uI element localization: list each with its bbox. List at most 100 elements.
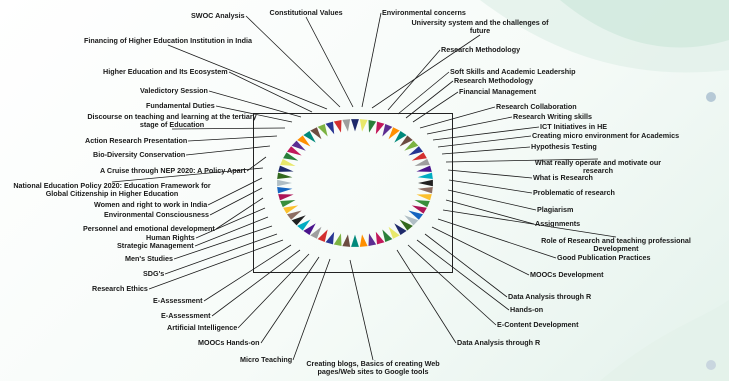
ring-wedge (291, 215, 306, 226)
leader-line-moocs-development (431, 226, 530, 276)
label-plagiarism: Plagiarism (537, 205, 574, 214)
ring-wedge (359, 119, 368, 132)
leader-line-research-writing (426, 116, 513, 135)
label-research-ethics: Research Ethics (92, 284, 148, 293)
leader-line-environmental-consciousness (209, 187, 263, 216)
label-ict: ICT Initiatives in HE (540, 122, 608, 131)
ring-wedge (382, 124, 393, 137)
ring-wedge (418, 179, 433, 187)
leader-line-e-assessment-1 (203, 244, 292, 302)
label-motivate: What really operate and motivate our res… (534, 158, 662, 175)
label-financial-management: Financial Management (459, 87, 537, 96)
ring-wedge (280, 158, 296, 166)
leader-line-sdgs (164, 233, 278, 275)
leader-line-blogs (349, 259, 374, 361)
label-research-writing: Research Writing skills (513, 112, 592, 121)
ring-wedge (359, 234, 368, 247)
ring-wedge (416, 194, 432, 201)
label-what-is-research: What is Research (533, 173, 593, 182)
leader-line-assignments (445, 199, 535, 225)
leader-line-mens-studies (173, 225, 273, 260)
ring-wedge (297, 219, 311, 231)
ring-wedge (411, 152, 427, 161)
label-micro-teaching: Micro Teaching (240, 355, 293, 364)
ring-wedge (382, 229, 393, 242)
label-cruise-nep: A Cruise through NEP 2020: A Policy Apar… (100, 166, 246, 175)
label-research-methodology-2: Research Methodology (454, 76, 534, 85)
label-problematic: Problematic of research (533, 188, 615, 197)
ring-wedge (399, 135, 413, 147)
label-e-assessment-1: E-Assessment (153, 296, 203, 305)
ring-wedge (375, 121, 385, 135)
label-university: University system and the challenges of … (411, 18, 549, 35)
ring-wedge (388, 127, 400, 140)
ring-wedge (411, 205, 427, 214)
leader-line-financial-management (412, 91, 459, 123)
leader-line-plagiarism (447, 189, 537, 211)
ring-wedge (286, 146, 302, 156)
label-micro-environment: Creating micro environment for Academics (532, 131, 680, 140)
ring-wedge (404, 140, 419, 151)
label-environmental-consciousness: Environmental Consciousness (104, 210, 210, 219)
leader-line-cruise-nep (246, 156, 267, 172)
leader-line-e-assessment-2 (211, 249, 301, 317)
label-moocs-development: MOOCs Development (530, 270, 604, 279)
ring-wedge (416, 165, 432, 172)
ring-wedge (325, 121, 335, 135)
ring-wedge (310, 127, 322, 140)
ring-wedge (283, 152, 299, 161)
leader-line-data-analysis-r-1 (424, 233, 508, 298)
ring-wedge (417, 172, 433, 180)
ring-wedge (394, 131, 407, 143)
leader-line-micro-environment (437, 135, 532, 148)
leader-line-data-analysis-r-2 (396, 249, 457, 344)
label-hypothesis: Hypothesis Testing (531, 142, 597, 151)
label-research-collaboration: Research Collaboration (496, 102, 577, 111)
decorative-dot-bottom (706, 360, 716, 370)
leader-line-role-of-research (442, 209, 617, 238)
leader-line-hypothesis (441, 146, 531, 155)
ring-wedge (408, 210, 424, 220)
label-swoc: SWOC Analysis (191, 11, 245, 20)
leader-line-higher-education (228, 71, 313, 113)
ring-wedge (375, 231, 385, 245)
leader-line-financing (167, 44, 328, 110)
leader-line-fundamental-duties (215, 105, 293, 123)
ring-wedge (303, 131, 316, 143)
leader-line-personnel (215, 197, 264, 230)
label-women: Women and right to work in India (94, 200, 208, 209)
ring-wedge (399, 219, 413, 231)
ring-wedge (280, 200, 296, 208)
ring-wedge (368, 120, 377, 133)
label-fundamental-duties: Fundamental Duties (146, 101, 215, 110)
ring-wedge (310, 226, 322, 239)
label-assignments: Assignments (535, 219, 581, 228)
ring-wedge (351, 234, 359, 247)
ring-wedge (286, 210, 302, 220)
leader-line-valedictory (208, 90, 302, 118)
ring-wedge (277, 186, 293, 194)
label-blogs: Creating blogs, Basics of creating Web p… (306, 359, 440, 376)
leader-line-strategic (194, 216, 269, 247)
ring-wedge (297, 135, 311, 147)
label-hands-on-1: Hands-on (510, 305, 544, 314)
label-strategic: Strategic Management (117, 241, 194, 250)
ring-wedge (404, 215, 419, 226)
leader-line-constitutional (305, 16, 354, 108)
label-higher-education: Higher Education and Its Ecosystem (103, 67, 228, 76)
leader-lines (111, 12, 617, 361)
label-soft-skills: Soft Skills and Academic Leadership (450, 67, 576, 76)
leader-line-environmental (361, 12, 382, 108)
leader-line-problematic (448, 179, 533, 194)
label-mens-studies: Men's Studies (125, 254, 174, 263)
ring-wedge (394, 223, 407, 235)
leader-line-good-publication (437, 218, 557, 259)
label-discourse: Discourse on teaching and learning at th… (87, 112, 257, 129)
label-constitutional: Constitutional Values (269, 8, 343, 17)
label-biodiversity: Bio-Diversity Conservation (93, 150, 186, 159)
label-role-of-research: Role of Research and teaching profession… (541, 236, 691, 253)
label-moocs-hands-on: MOOCs Hands-on (198, 338, 260, 347)
ring-wedge (325, 231, 335, 245)
ring-wedge (414, 200, 430, 208)
